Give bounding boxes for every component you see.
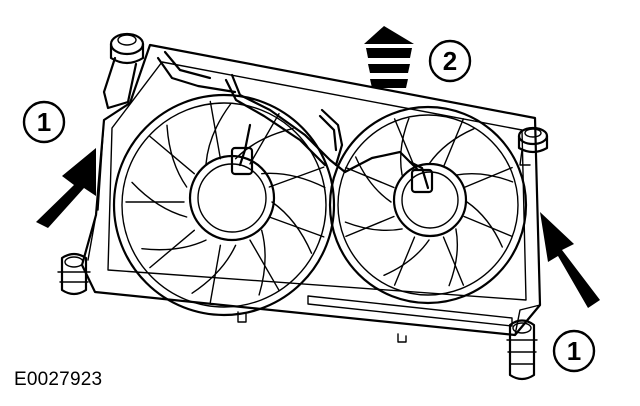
fan-strut [249, 239, 280, 291]
fan-strut [209, 244, 222, 304]
fan-blade [455, 172, 514, 183]
fan-left [112, 93, 336, 317]
fan-blade [428, 127, 475, 165]
arrow-left-up [36, 148, 96, 228]
fan-strut [463, 215, 513, 238]
fan-blade [141, 239, 207, 251]
fan-strut [393, 236, 416, 286]
callout-1-left: 1 [22, 100, 66, 144]
callout-1-right: 1 [552, 329, 596, 373]
fan-strut [345, 166, 395, 189]
fan-blade [399, 117, 410, 176]
fan-blade [258, 229, 266, 296]
fan-blade [448, 228, 459, 287]
mount-post-bottom-right [506, 319, 538, 381]
mount-post-top-right [517, 126, 549, 166]
fan-blade [205, 103, 232, 165]
fan-blade [383, 239, 430, 276]
callout-1-right-label: 1 [567, 336, 581, 366]
fan-blade [344, 221, 403, 232]
fan-blade [271, 201, 313, 254]
fan-strut [249, 112, 280, 165]
figure-id-label: E0027923 [14, 369, 103, 390]
mount-post-bottom-left [57, 252, 91, 296]
fan-strut [442, 236, 465, 286]
fan-strut [442, 118, 465, 168]
fan-blade [166, 124, 188, 188]
fan-strut [209, 100, 222, 160]
fan-blade [191, 244, 237, 294]
callout-2-top-label: 2 [443, 46, 457, 76]
fan-strut [268, 166, 325, 188]
fan-strut [149, 135, 196, 175]
fan-blade [131, 181, 188, 218]
fan-blade [466, 201, 503, 248]
fan-blade [355, 156, 392, 203]
arrow-right-up [540, 212, 600, 308]
fan-strut [149, 229, 196, 269]
fan-right [328, 105, 528, 305]
mount-post-top-left [102, 32, 145, 110]
arrow-upward-dashed [364, 26, 414, 88]
fan-strut [463, 166, 513, 189]
fan-strut [393, 118, 416, 168]
shroud-frame [80, 43, 542, 343]
callout-1-left-label: 1 [37, 107, 51, 137]
fan-blade [234, 127, 294, 160]
fan-strut [268, 216, 325, 238]
fan-strut [345, 215, 395, 238]
callout-2-top: 2 [428, 39, 472, 83]
